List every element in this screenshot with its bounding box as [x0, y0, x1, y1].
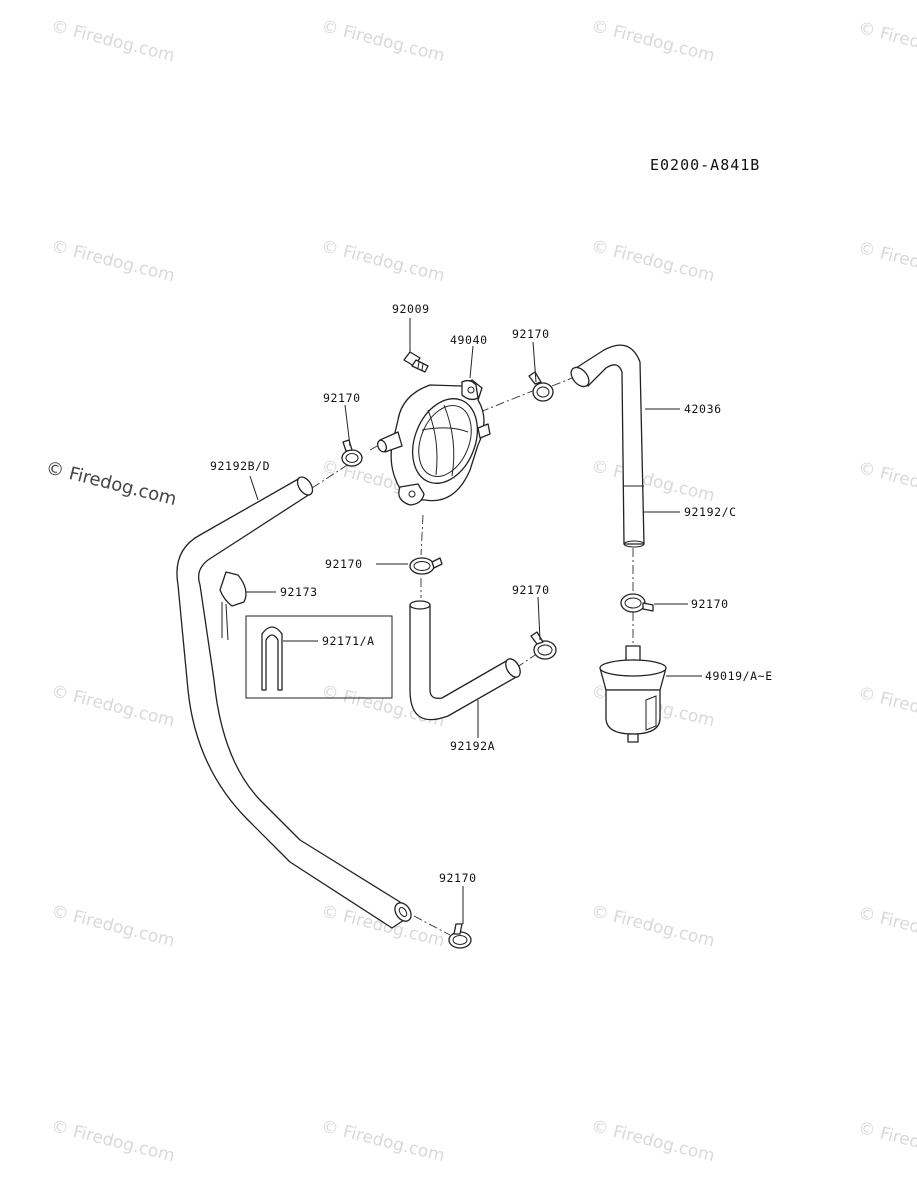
label-clamp-left: 92170: [323, 391, 361, 405]
fuel-filter: [599, 645, 667, 743]
watermark: © Firedog.com: [49, 16, 177, 66]
watermark: © Firedog.com: [319, 1116, 447, 1166]
label-clamp-right-mid: 92170: [691, 597, 729, 611]
hose-clamp-top: [528, 371, 554, 402]
watermark: © Firedog.com: [319, 236, 447, 286]
pipe-top-right: [570, 344, 645, 548]
hose-clamp-center-right: [530, 631, 557, 660]
hose-clamp-center: [409, 557, 443, 575]
watermark: © Firedog.com: [49, 1116, 177, 1166]
watermark: © Firedog.com: [589, 1116, 717, 1166]
watermark: © Firedog.com: [856, 683, 917, 733]
hose-left: [176, 476, 412, 929]
watermark: © Firedog.com: [856, 458, 917, 508]
label-fuel-pump: 49040: [450, 333, 488, 347]
watermark: © Firedog.com: [856, 1118, 917, 1168]
label-clip-a: 92173: [280, 585, 318, 599]
watermark: © Firedog.com: [49, 236, 177, 286]
label-hose-left: 92192B/D: [210, 459, 270, 473]
label-clip-b: 92171/A: [322, 634, 375, 648]
label-screw: 92009: [392, 302, 430, 316]
hose-clamp-bottom: [448, 923, 472, 949]
watermark: © Firedog.com: [856, 238, 917, 288]
watermark-dark: © Firedog.com: [44, 457, 179, 510]
label-hose-center: 92192A: [450, 739, 495, 753]
diagram-code: E0200-A841B: [650, 156, 760, 174]
clip-b-box: [245, 615, 393, 699]
label-clamp-bottom: 92170: [439, 871, 477, 885]
label-clamp-center: 92170: [325, 557, 363, 571]
label-clamp-center-right: 92170: [512, 583, 550, 597]
watermark: © Firedog.com: [856, 18, 917, 68]
fuel-pump: [377, 379, 491, 506]
watermark: © Firedog.com: [589, 16, 717, 66]
watermark: © Firedog.com: [319, 16, 447, 66]
label-clamp-top-right: 92170: [512, 327, 550, 341]
watermark: © Firedog.com: [49, 901, 177, 951]
label-hose-right-lower: 92192/C: [684, 505, 737, 519]
clip-a: [219, 571, 247, 641]
watermark: © Firedog.com: [589, 456, 717, 506]
label-filter: 49019/A~E: [705, 669, 773, 683]
watermark-layer: © Firedog.com © Firedog.com © Firedog.co…: [44, 16, 917, 1168]
leader-lines: [246, 318, 702, 924]
label-pipe-top-right: 42036: [684, 402, 722, 416]
hose-clamp-right: [620, 593, 654, 613]
watermark: © Firedog.com: [589, 236, 717, 286]
screw: [403, 351, 429, 373]
watermark: © Firedog.com: [49, 681, 177, 731]
hose-center: [409, 600, 521, 721]
part-labels: 92009 49040 92170 42036 92170 92192B/D 9…: [210, 302, 773, 885]
watermark: © Firedog.com: [589, 901, 717, 951]
hose-clamp-left: [341, 439, 363, 467]
watermark: © Firedog.com: [856, 903, 917, 953]
